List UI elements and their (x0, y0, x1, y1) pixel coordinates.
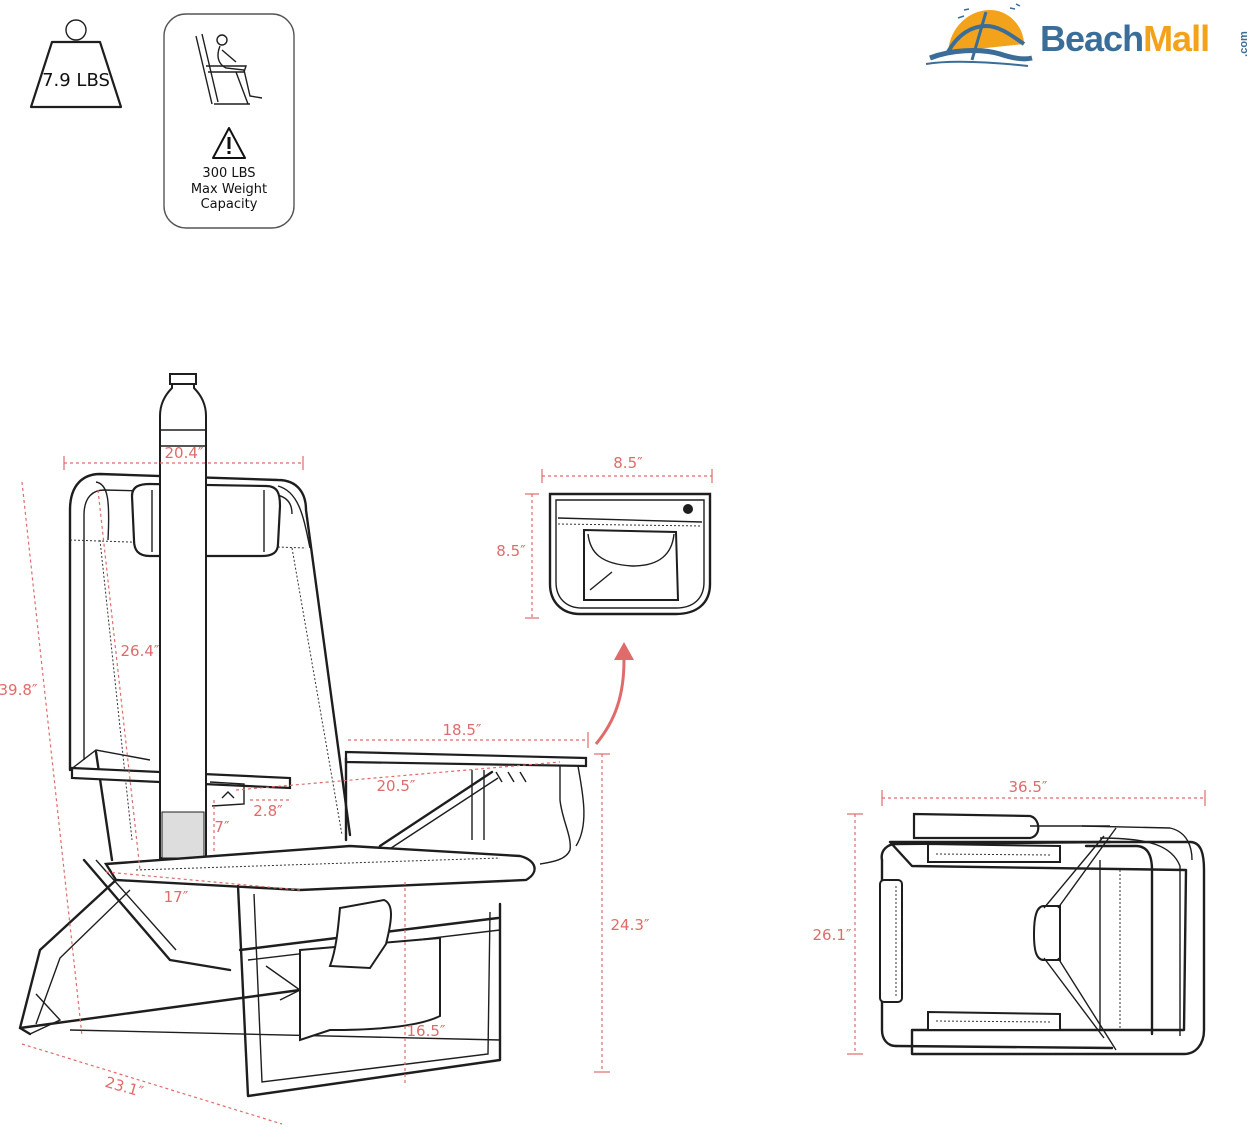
weight-icon (29, 19, 123, 109)
base-depth-label: 23.1″ (103, 1073, 146, 1101)
capacity-line-2: Max Weight (191, 182, 267, 197)
reclined-person-icon (195, 33, 263, 105)
chair-height-label: 39.8″ (0, 681, 38, 699)
pouch-detail: 8.5″ 8.5″ (496, 454, 713, 619)
chair-drawing (18, 373, 588, 1098)
folded-chair-drawing: 36.5″ 26.1″ (812, 778, 1206, 1056)
brand-name-part-1: Beach (1040, 18, 1143, 59)
brand-logo: BeachMall .com (925, 3, 1250, 67)
total-height-right-label: 24.3″ (610, 916, 649, 934)
pouch-width-label: 8.5″ (613, 454, 643, 472)
seat-height-label: 16.5″ (406, 1022, 445, 1040)
capacity-line-3: Capacity (201, 197, 258, 212)
cup-depth-label: 7″ (214, 818, 230, 836)
weight-badge: 7.9 LBS (29, 19, 123, 109)
folded-length-label: 36.5″ (1008, 778, 1047, 796)
chair-dimensions: 20.4″ 39.8″ 26.4″ 18.5″ 20.5″ 2.8″ 7″ 17… (0, 444, 650, 1125)
arm-height-label: 20.5″ (376, 777, 415, 795)
chair-width-label: 20.4″ (164, 444, 203, 462)
svg-text:BeachMall: BeachMall (1040, 18, 1209, 59)
arrow-icon (594, 642, 634, 745)
cup-holder-label: 2.8″ (253, 802, 283, 820)
brand-tld: .com (1238, 31, 1250, 57)
folded-width-label: 26.1″ (812, 926, 851, 944)
water-bottle-icon (159, 373, 207, 859)
weight-label: 7.9 LBS (42, 70, 110, 91)
backrest-height-label: 26.4″ (120, 642, 159, 660)
beach-umbrella-icon (925, 3, 1033, 67)
capacity-badge: 300 LBS Max Weight Capacity (163, 13, 295, 229)
seat-depth-label: 17″ (164, 888, 189, 906)
capacity-line-1: 300 LBS (202, 166, 255, 181)
pouch-height-label: 8.5″ (496, 542, 526, 560)
armrest-length-label: 18.5″ (442, 721, 481, 739)
brand-name-part-2: Mall (1143, 18, 1209, 59)
warning-icon (212, 127, 246, 159)
